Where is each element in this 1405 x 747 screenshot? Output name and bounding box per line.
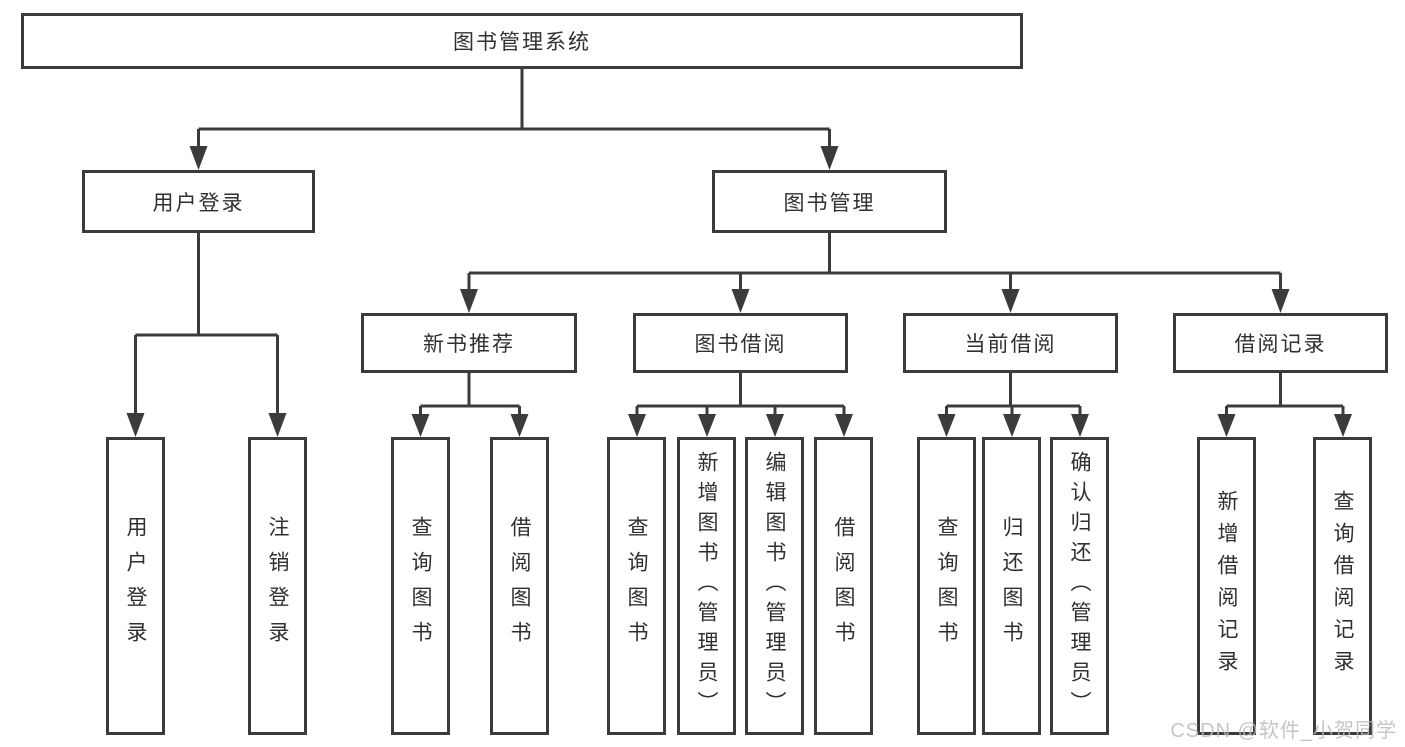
node-label: 新书推荐 xyxy=(423,333,515,356)
edges-borrowing-records xyxy=(1217,373,1352,437)
leaf-edit-book-admin: 编辑图书（管理员） xyxy=(745,437,804,735)
leaf-query-books-current: 查询图书 xyxy=(917,437,976,735)
node-label: 当前借阅 xyxy=(964,333,1057,356)
leaf-label: 确认归还（管理员） xyxy=(1068,451,1091,721)
leaf-label: 借阅图书 xyxy=(508,516,531,656)
leaf-label: 查询图书 xyxy=(935,516,958,656)
watermark: CSDN @软件_小贺同学 xyxy=(1170,720,1397,742)
node-label: 图书借阅 xyxy=(694,333,787,356)
node-label: 借阅记录 xyxy=(1234,333,1327,356)
leaf-label: 编辑图书（管理员） xyxy=(763,451,786,721)
leaf-label: 新增图书（管理员） xyxy=(695,451,718,721)
leaf-add-book-admin: 新增图书（管理员） xyxy=(677,437,736,735)
leaf-borrow-books-borrowing: 借阅图书 xyxy=(814,437,873,735)
leaf-user-login: 用户登录 xyxy=(106,437,165,735)
leaf-add-borrow-record: 新增借阅记录 xyxy=(1197,437,1256,735)
leaf-label: 查询图书 xyxy=(625,516,648,656)
leaf-confirm-return-admin: 确认归还（管理员） xyxy=(1050,437,1109,735)
node-book-management: 图书管理 xyxy=(712,170,947,233)
leaf-query-borrow-record: 查询借阅记录 xyxy=(1313,437,1372,735)
leaf-label: 借阅图书 xyxy=(832,516,855,656)
leaf-label: 归还图书 xyxy=(1000,516,1023,656)
node-book-borrowing: 图书借阅 xyxy=(633,313,848,373)
node-current-borrowing: 当前借阅 xyxy=(903,313,1118,373)
edges-root xyxy=(189,69,839,170)
node-new-book-recommendation: 新书推荐 xyxy=(361,313,577,373)
leaf-logout: 注销登录 xyxy=(248,437,307,735)
leaf-query-books-borrowing: 查询图书 xyxy=(607,437,666,735)
node-borrowing-records: 借阅记录 xyxy=(1173,313,1388,373)
edges-book-borrowing xyxy=(628,373,853,437)
leaf-label: 注销登录 xyxy=(266,516,289,656)
edges-new-book-recommendation xyxy=(411,373,529,437)
leaf-label: 查询借阅记录 xyxy=(1331,490,1354,682)
node-label: 用户登录 xyxy=(152,191,245,215)
leaf-query-books-recommend: 查询图书 xyxy=(391,437,450,735)
node-label: 图书管理系统 xyxy=(453,31,591,54)
node-library-management-system: 图书管理系统 xyxy=(21,13,1023,69)
node-user-login: 用户登录 xyxy=(82,170,315,233)
edges-current-borrowing xyxy=(937,373,1089,437)
leaf-label: 查询图书 xyxy=(409,516,432,656)
node-label: 图书管理 xyxy=(783,191,876,215)
edges-user-login xyxy=(126,233,287,437)
leaf-return-books: 归还图书 xyxy=(982,437,1041,735)
leaf-borrow-books-recommend: 借阅图书 xyxy=(490,437,549,735)
edges-book-management xyxy=(460,233,1290,313)
leaf-label: 用户登录 xyxy=(124,516,147,656)
leaf-label: 新增借阅记录 xyxy=(1215,490,1238,682)
